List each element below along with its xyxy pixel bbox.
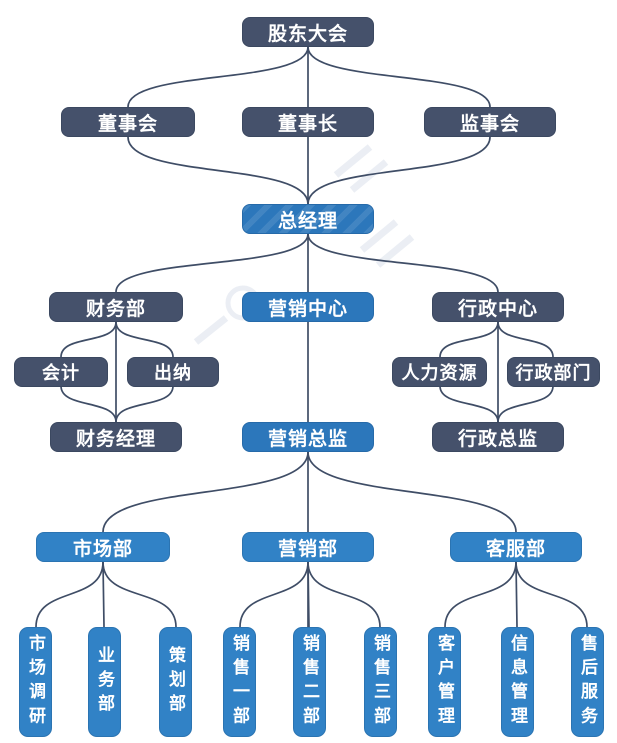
org-node-market-research[interactable]: 市场调研: [19, 627, 52, 737]
connector-admin-hr: [439, 321, 499, 358]
org-node-after-sales-service[interactable]: 售后服务: [571, 627, 604, 737]
org-node-information-management[interactable]: 信息管理: [501, 627, 534, 737]
org-node-admin-dept[interactable]: 行政部门: [507, 357, 600, 387]
org-node-finance-dept[interactable]: 财务部: [49, 292, 183, 322]
org-node-market-dept[interactable]: 市场部: [36, 532, 170, 562]
connector-finance-accounting: [60, 321, 117, 358]
connector-mdir-service-dept: [307, 451, 517, 533]
org-node-sales-dept-three[interactable]: 销售三部: [364, 627, 397, 737]
org-node-accounting[interactable]: 会计: [14, 357, 108, 387]
org-node-sales-dept[interactable]: 营销部: [242, 532, 374, 562]
org-node-board-of-directors[interactable]: 董事会: [61, 107, 195, 137]
org-node-cashier[interactable]: 出纳: [127, 357, 219, 387]
connector-gm-admin-center: [307, 233, 499, 293]
org-node-planning-dept[interactable]: 策划部: [159, 627, 192, 737]
connector-sales-two: [307, 561, 310, 628]
org-node-admin-director[interactable]: 行政总监: [432, 422, 564, 452]
org-node-finance-manager[interactable]: 财务经理: [50, 422, 182, 452]
connector-supervisory-gm: [307, 136, 491, 205]
connector-market-business: [102, 561, 105, 628]
org-node-admin-center[interactable]: 行政中心: [432, 292, 564, 322]
connector-admin-dept-admin-dir: [497, 385, 554, 423]
org-node-marketing-director[interactable]: 营销总监: [242, 422, 374, 452]
connector-market-planning: [102, 561, 177, 628]
connector-sales-three: [307, 561, 381, 628]
connector-board-gm: [127, 136, 309, 205]
connector-admin-admin-dept: [497, 321, 554, 358]
connectors: [35, 46, 588, 628]
connector-finance-cashier: [115, 321, 174, 358]
connector-service-customer: [444, 561, 517, 628]
org-node-sales-dept-one[interactable]: 销售一部: [223, 627, 256, 737]
connector-gm-finance: [115, 233, 309, 293]
org-node-general-manager[interactable]: 总经理: [242, 204, 374, 234]
org-node-shareholders-meeting[interactable]: 股东大会: [242, 17, 374, 47]
connector-service-info: [515, 561, 518, 628]
org-node-customer-management[interactable]: 客户管理: [428, 627, 461, 737]
org-node-supervisory-board[interactable]: 监事会: [424, 107, 556, 137]
connector-shareholders-board: [127, 46, 309, 108]
org-node-customer-service-dept[interactable]: 客服部: [450, 532, 582, 562]
connector-cashier-finance-mgr: [115, 385, 174, 423]
org-node-marketing-center[interactable]: 营销中心: [242, 292, 374, 322]
org-node-sales-dept-two[interactable]: 销售二部: [293, 627, 326, 737]
connector-shareholders-supervisory: [307, 46, 491, 108]
connector-mdir-market-dept: [102, 451, 309, 533]
connector-market-research: [35, 561, 104, 628]
org-node-chairman[interactable]: 董事长: [242, 107, 374, 137]
connector-accounting-finance-mgr: [60, 385, 117, 423]
connector-sales-one: [239, 561, 309, 628]
org-node-human-resources[interactable]: 人力资源: [392, 357, 487, 387]
connector-hr-admin-dir: [439, 385, 499, 423]
connector-service-aftersales: [515, 561, 588, 628]
org-node-business-dept[interactable]: 业务部: [88, 627, 121, 737]
